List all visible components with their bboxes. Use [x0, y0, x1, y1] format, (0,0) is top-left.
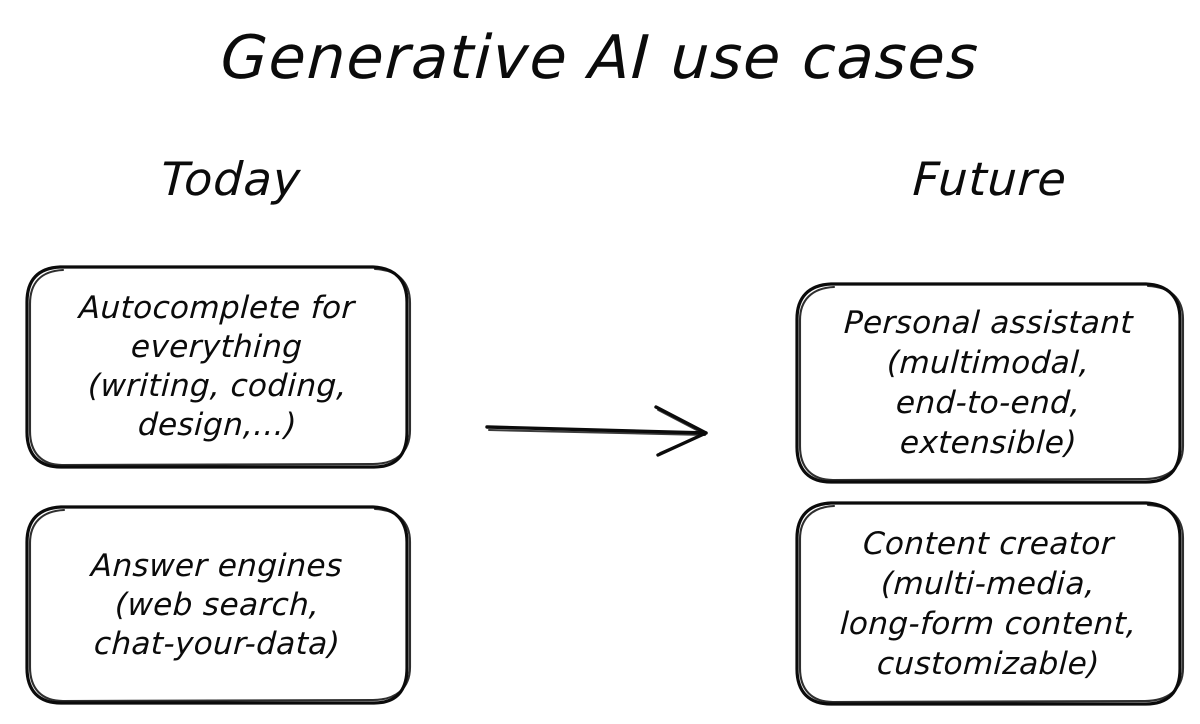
- card-personal-assistant[interactable]: Personal assistant (multimodal, end-to-e…: [795, 282, 1185, 484]
- card-content-creator[interactable]: Content creator (multi-media, long-form …: [795, 501, 1185, 706]
- card-line: Content creator: [861, 525, 1115, 562]
- page-title: Generative AI use cases: [219, 23, 981, 93]
- column-header-today: Today: [159, 152, 303, 206]
- card-autocomplete[interactable]: Autocomplete for everything (writing, co…: [25, 265, 412, 469]
- card-line: customizable): [875, 645, 1101, 682]
- card-line: Personal assistant: [842, 305, 1134, 341]
- card-line: long-form content,: [838, 605, 1138, 642]
- card-line: extensible): [898, 425, 1078, 461]
- column-header-future: Future: [911, 152, 1069, 206]
- card-line: everything: [130, 329, 304, 365]
- card-line: chat-your-data): [93, 625, 342, 662]
- card-line: (web search,: [113, 586, 321, 623]
- card-line: (multi-media,: [879, 565, 1097, 602]
- card-line: Answer engines: [90, 547, 344, 584]
- card-line: (writing, coding,: [86, 368, 348, 404]
- card-line: end-to-end,: [894, 385, 1082, 421]
- card-line: (multimodal,: [885, 345, 1091, 381]
- card-line: Autocomplete for: [78, 290, 356, 326]
- card-answer-engines[interactable]: Answer engines (web search, chat-your-da…: [25, 505, 412, 705]
- card-line: design,...): [136, 407, 298, 443]
- arrow-right-icon: [470, 392, 720, 472]
